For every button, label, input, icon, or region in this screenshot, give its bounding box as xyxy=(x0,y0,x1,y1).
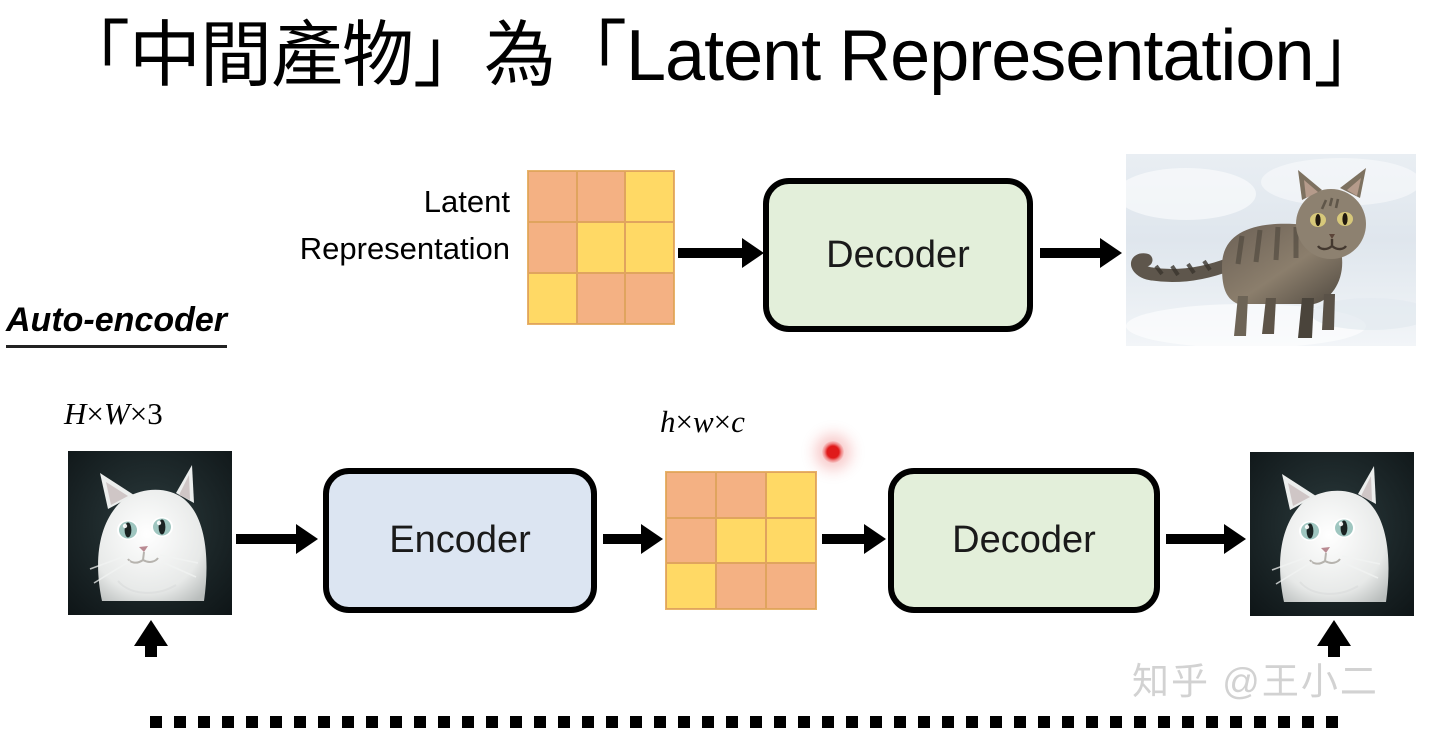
white-cat-illustration xyxy=(68,451,232,615)
decoder-box-bottom: Decoder xyxy=(888,468,1160,613)
arrow-latent-to-decoder-top xyxy=(678,238,764,268)
latent-cell xyxy=(576,171,626,222)
latent-shape-dim2: w xyxy=(692,404,714,439)
reconstruction-loss-path-left xyxy=(145,645,157,723)
reconstruction-loss-arrowhead-right xyxy=(1317,620,1351,646)
latent-cell xyxy=(528,171,577,222)
latent-shape-dim3: c xyxy=(731,404,745,439)
latent-caption-line-1: Latent xyxy=(423,184,510,219)
latent-cell xyxy=(666,563,716,609)
reconstruction-loss-path-right xyxy=(1328,645,1340,723)
latent-shape-label: h×w×c xyxy=(660,404,745,440)
cursor-click-marker xyxy=(822,441,844,463)
latent-cell xyxy=(716,517,766,564)
white-cat-reconstruction-illustration xyxy=(1250,452,1414,616)
latent-shape-op2: × xyxy=(713,404,732,439)
input-shape-op1: × xyxy=(86,396,104,431)
latent-shape-dim1: h xyxy=(660,404,676,439)
output-image-snow-cat xyxy=(1126,154,1416,346)
latent-cell xyxy=(666,517,716,564)
latent-grid-top xyxy=(527,170,675,325)
latent-cell xyxy=(716,472,766,518)
input-shape-dim3: 3 xyxy=(147,396,163,431)
arrow-decoder-to-output-top xyxy=(1040,238,1122,268)
reconstruction-loss-arrowhead-left xyxy=(134,620,168,646)
latent-cell xyxy=(625,222,674,273)
latent-cell xyxy=(625,273,674,324)
latent-cell xyxy=(528,222,577,273)
encoder-box: Encoder xyxy=(323,468,597,613)
arrow-input-to-encoder xyxy=(236,524,318,554)
page-title: 「中間產物」為「Latent Representation」 xyxy=(58,16,1386,96)
latent-shape-op1: × xyxy=(675,404,693,439)
latent-caption-line-2: Representation xyxy=(299,231,510,266)
encoder-box-label: Encoder xyxy=(389,519,531,561)
latent-cell xyxy=(766,563,816,609)
latent-cell xyxy=(528,273,577,324)
latent-cell xyxy=(766,517,816,564)
latent-representation-caption: Latent Representation xyxy=(228,178,510,272)
decoder-box-top-label: Decoder xyxy=(826,233,970,276)
latent-cell xyxy=(666,472,716,518)
output-image-white-cat xyxy=(1250,452,1414,616)
input-shape-dim2: W xyxy=(103,396,130,431)
arrow-encoder-to-latent xyxy=(603,524,663,554)
decoder-box-bottom-label: Decoder xyxy=(952,519,1096,561)
input-shape-dim1: H xyxy=(64,396,87,431)
latent-cell xyxy=(716,563,766,609)
latent-cell xyxy=(576,222,626,273)
reconstruction-loss-path-bottom xyxy=(150,716,1340,728)
snow-cat-illustration xyxy=(1126,154,1416,346)
latent-grid-bottom xyxy=(665,471,817,610)
watermark: 知乎 @王小二 xyxy=(1132,661,1379,702)
input-shape-label: H×W×3 xyxy=(64,396,163,432)
arrow-decoder-to-output-bottom xyxy=(1166,524,1246,554)
section-label-auto-encoder: Auto-encoder xyxy=(6,298,227,348)
latent-cell xyxy=(766,472,816,518)
decoder-box-top: Decoder xyxy=(763,178,1033,332)
latent-cell xyxy=(625,171,674,222)
arrow-latent-to-decoder-bottom xyxy=(822,524,886,554)
input-image-white-cat xyxy=(68,451,232,615)
input-shape-op2: × xyxy=(129,396,148,431)
latent-cell xyxy=(576,273,626,324)
